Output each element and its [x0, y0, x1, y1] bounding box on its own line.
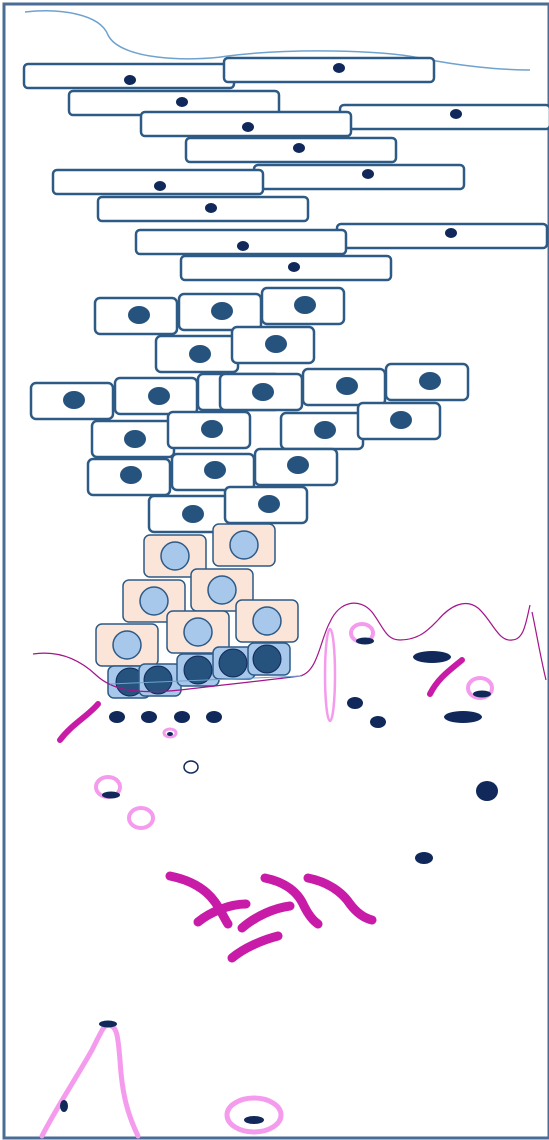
nucleus	[206, 711, 222, 723]
pink-vessel	[227, 1098, 281, 1132]
squamous-cell	[186, 138, 396, 162]
spinous-cell	[172, 454, 254, 490]
squamous-cell	[24, 64, 234, 88]
nucleus	[174, 711, 190, 723]
squamous-cell	[53, 170, 263, 194]
nucleus	[413, 651, 451, 663]
capillary-loop	[42, 1025, 138, 1136]
nucleus	[141, 711, 157, 723]
nucleus	[473, 691, 491, 698]
spinous-cell	[386, 364, 468, 400]
collagen-fiber	[242, 906, 290, 928]
spinous-cell	[220, 374, 302, 410]
spinous-cell	[358, 403, 440, 439]
basal-cell	[96, 624, 158, 666]
basal-stem-cell	[248, 643, 290, 675]
capillary	[325, 629, 335, 721]
spinous-cell	[31, 383, 113, 419]
squamous-cell	[98, 197, 308, 221]
basal-cell	[236, 600, 298, 642]
nucleus	[244, 1116, 264, 1124]
squamous-cell	[181, 256, 391, 280]
spinous-cell	[88, 459, 170, 495]
spinous-cell	[156, 336, 238, 372]
squamous-cell	[254, 165, 464, 189]
basal-layer	[96, 524, 298, 698]
pink-cell	[129, 808, 153, 828]
squamous-cell	[337, 224, 547, 248]
spinous-cell	[303, 369, 385, 405]
nucleus	[102, 792, 120, 799]
collagen-fiber	[60, 704, 98, 740]
spinous-cell	[179, 294, 261, 330]
squamous-cell	[136, 230, 346, 254]
spinous-cell	[168, 412, 250, 448]
empty-cell	[184, 761, 198, 773]
nucleus	[60, 1100, 68, 1112]
collagen-fiber	[430, 660, 462, 694]
collagen-fiber	[265, 878, 318, 924]
basal-cell	[213, 524, 275, 566]
spinous-cell	[225, 487, 307, 523]
nucleus	[109, 711, 125, 723]
spinous-layer	[31, 288, 468, 532]
spinous-cell	[281, 413, 363, 449]
nucleus	[356, 638, 374, 645]
connective-tissue	[42, 624, 498, 1136]
nucleus	[99, 1021, 117, 1028]
nucleus	[415, 852, 433, 864]
spinous-cell	[115, 378, 197, 414]
nucleus	[370, 716, 386, 728]
squamous-cell	[224, 58, 434, 82]
spinous-cell	[262, 288, 344, 324]
spinous-cell	[95, 298, 177, 334]
nucleus	[476, 781, 498, 801]
spinous-cell	[92, 421, 174, 457]
nucleus	[167, 732, 173, 736]
collagen-fiber	[308, 878, 372, 920]
squamous-cell	[340, 105, 549, 129]
squamous-cell	[141, 112, 351, 136]
basement-membrane-right	[532, 612, 546, 680]
nucleus	[444, 711, 482, 723]
squamous-layer	[24, 58, 549, 280]
collagen-fiber	[232, 936, 278, 958]
spinous-cell	[255, 449, 337, 485]
spinous-cell	[232, 327, 314, 363]
nucleus	[347, 697, 363, 709]
